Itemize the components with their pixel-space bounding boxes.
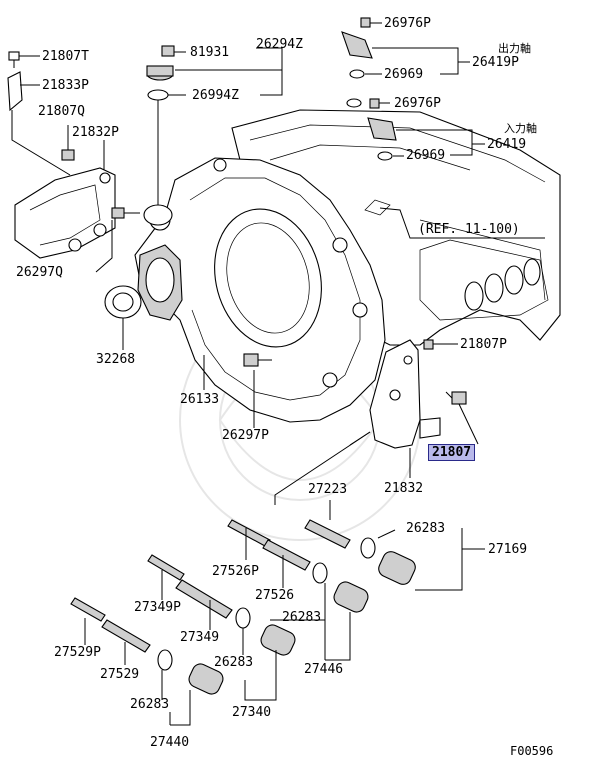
bolt-21807Q [61, 140, 75, 161]
plug-26294Z [146, 65, 174, 81]
piston-27440 [188, 663, 224, 695]
label-26976P-top[interactable]: 26976P [384, 16, 431, 31]
label-26283-c[interactable]: 26283 [214, 655, 254, 670]
spring-27529 [101, 619, 151, 653]
bracket-21832 [369, 339, 441, 449]
label-27529P[interactable]: 27529P [54, 645, 101, 660]
label-26297Q[interactable]: 26297Q [16, 265, 63, 280]
label-27349P[interactable]: 27349P [134, 600, 181, 615]
label-26297P[interactable]: 26297P [222, 428, 269, 443]
label-21833P[interactable]: 21833P [42, 78, 89, 93]
label-26294Z[interactable]: 26294Z [256, 37, 303, 52]
plug-81931 [161, 45, 175, 57]
o-ring-26283-d [157, 649, 173, 671]
spring-27349P [147, 554, 185, 581]
label-27526P[interactable]: 27526P [212, 564, 259, 579]
piston-27446 [333, 581, 369, 613]
oil-seal-32268 [104, 285, 142, 319]
label-27529[interactable]: 27529 [100, 667, 140, 682]
o-ring-26283-b [312, 562, 328, 584]
spring-27526 [262, 539, 311, 571]
o-ring-26283-c [235, 607, 251, 629]
sensor-26419P [341, 17, 373, 79]
transmission-case-body [231, 109, 561, 346]
bolt-26297P [243, 353, 272, 367]
label-26976P-mid[interactable]: 26976P [394, 96, 441, 111]
bell-housing-26133 [134, 157, 386, 423]
label-27440[interactable]: 27440 [150, 735, 190, 750]
sensor-26419 [346, 98, 397, 161]
label-26283-b[interactable]: 26283 [282, 610, 322, 625]
bolt-21807P [423, 339, 434, 350]
label-26419[interactable]: 26419 [487, 137, 527, 152]
label-27349[interactable]: 27349 [180, 630, 220, 645]
label-21832P[interactable]: 21832P [72, 125, 119, 140]
label-27223[interactable]: 27223 [308, 482, 348, 497]
spring-27223 [304, 519, 351, 549]
label-21807-highlighted[interactable]: 21807 [428, 444, 476, 461]
spring-27526P [227, 519, 271, 547]
label-26969-mid[interactable]: 26969 [406, 148, 446, 163]
label-27446[interactable]: 27446 [304, 662, 344, 677]
bolt-26297Q [111, 207, 140, 219]
o-ring-26994Z [147, 89, 169, 101]
label-21807T[interactable]: 21807T [42, 49, 89, 64]
label-26419P[interactable]: 26419P [472, 55, 519, 70]
label-27526[interactable]: 27526 [255, 588, 295, 603]
label-26133[interactable]: 26133 [180, 392, 220, 407]
piston-27169 [378, 551, 416, 585]
label-ref-11-100[interactable]: (REF. 11-100) [418, 222, 520, 237]
label-27340[interactable]: 27340 [232, 705, 272, 720]
label-81931[interactable]: 81931 [190, 45, 230, 60]
o-ring-26283-a [360, 537, 376, 559]
label-output-shaft: 出力軸 [498, 42, 531, 55]
label-26994Z[interactable]: 26994Z [192, 88, 239, 103]
label-21807P[interactable]: 21807P [460, 337, 507, 352]
piston-27340 [260, 624, 296, 656]
spring-27529P [70, 597, 106, 622]
bolt-21807 [445, 391, 467, 405]
bracket-21833P [7, 71, 23, 112]
label-21832[interactable]: 21832 [384, 481, 424, 496]
label-26969-top[interactable]: 26969 [384, 67, 424, 82]
label-26283-a[interactable]: 26283 [406, 521, 446, 536]
bracket-21832P [14, 167, 116, 259]
diagram-code: F00596 [510, 744, 554, 758]
label-27169[interactable]: 27169 [488, 542, 528, 557]
label-input-shaft: 入力軸 [504, 122, 537, 135]
label-32268[interactable]: 32268 [96, 352, 136, 367]
spring-27349 [175, 579, 233, 619]
leader-lines [11, 22, 545, 726]
label-26283-d[interactable]: 26283 [130, 697, 170, 712]
label-21807Q[interactable]: 21807Q [38, 104, 85, 119]
bolt-21807T [8, 51, 20, 68]
